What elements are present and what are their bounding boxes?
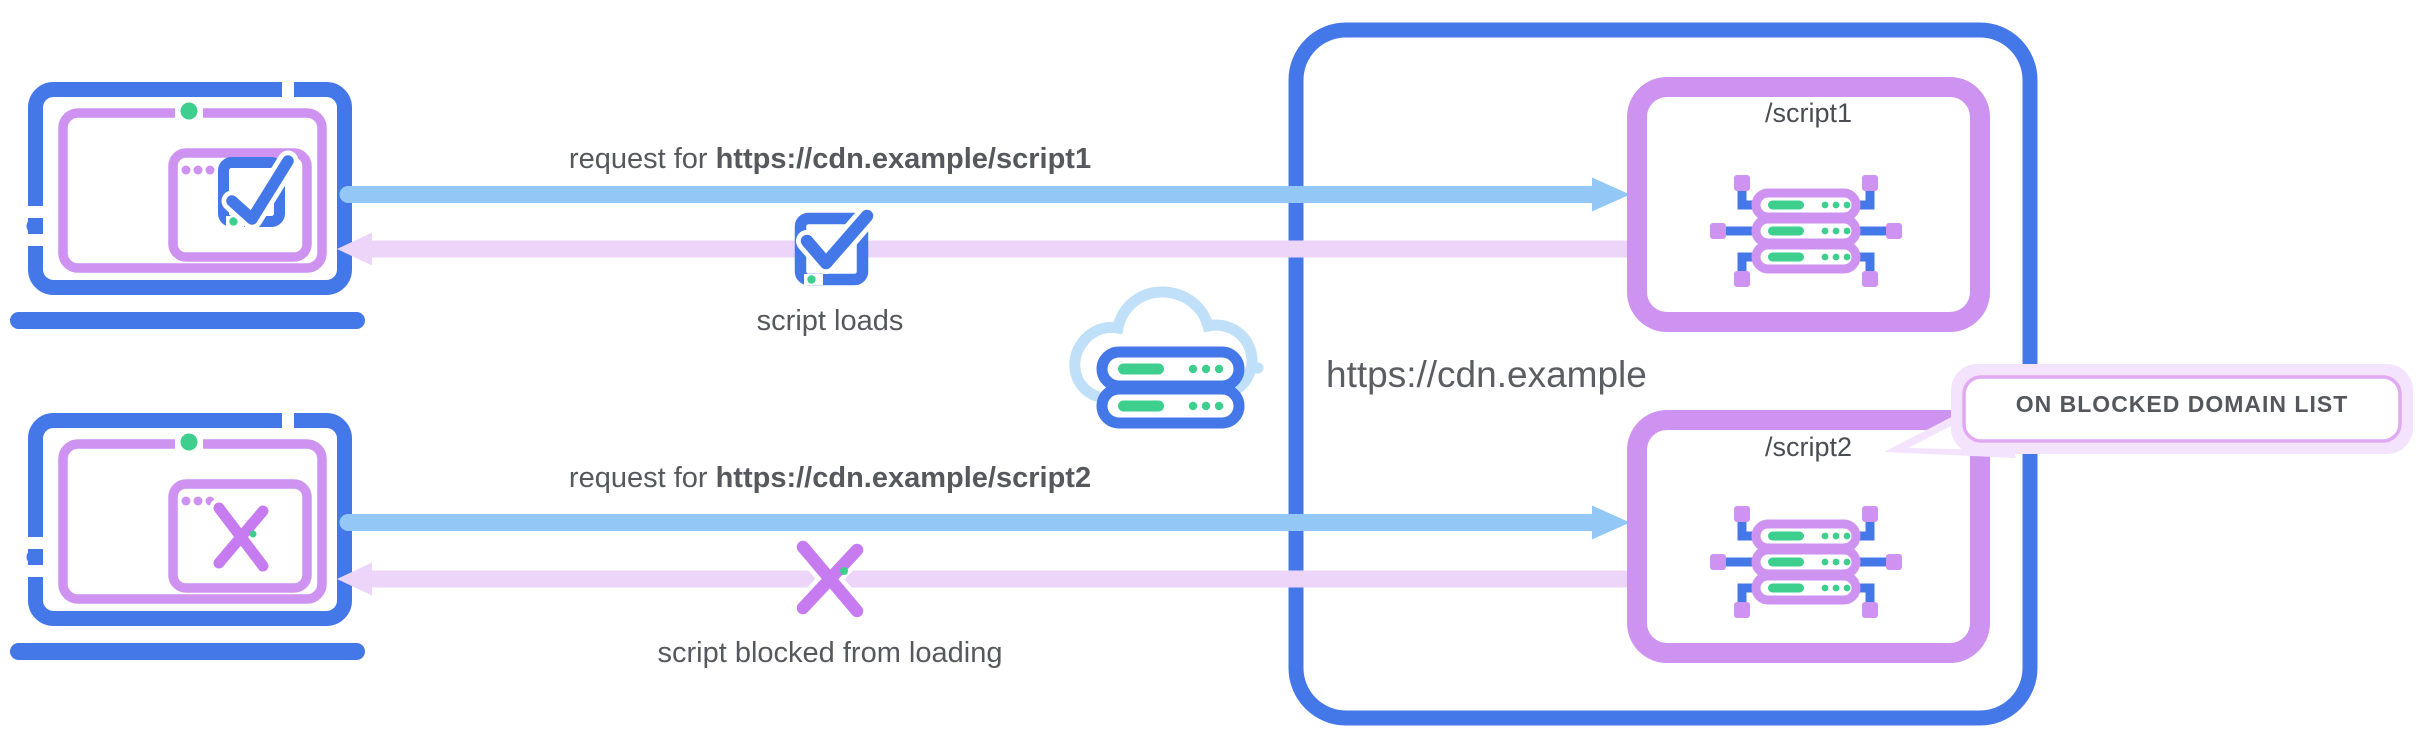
result-label-1: script loads: [756, 305, 904, 337]
server-icon: [1710, 175, 1902, 287]
cross-icon: [792, 536, 868, 622]
laptop-ok-icon: [10, 80, 365, 329]
laptop-blocked-icon: [10, 411, 365, 660]
cdn-domain-label: https://cdn.example: [1326, 354, 1647, 395]
cloud-server-icon: [1069, 286, 1264, 429]
request-label-2: request for https://cdn.example/script2: [330, 462, 1330, 495]
request-label-1-prefix: request for: [568, 143, 716, 175]
checkbox-checked-icon: [794, 205, 878, 286]
request-arrow-1: [339, 177, 1630, 212]
server-icon: [1710, 506, 1902, 618]
endpoint-label-script2: /script2: [1764, 432, 1853, 462]
result-label-2: script blocked from loading: [657, 637, 1003, 669]
request-label-1: request for https://cdn.example/script1: [330, 143, 1330, 176]
endpoint-box-script1: [1627, 77, 1990, 332]
request-arrow-2: [339, 505, 1630, 540]
request-label-2-prefix: request for: [568, 462, 716, 494]
callout-label: ON BLOCKED DOMAIN LIST: [2015, 391, 2349, 417]
request-label-2-url: https://cdn.example/script2: [715, 462, 1092, 494]
response-arrow-2: [337, 562, 1632, 596]
request-label-1-url: https://cdn.example/script1: [715, 143, 1092, 175]
response-arrow-1: [337, 232, 1632, 266]
endpoint-box-script2: [1627, 410, 1990, 663]
endpoint-label-script1: /script1: [1764, 98, 1853, 128]
callout-bubble: [1884, 364, 2413, 458]
